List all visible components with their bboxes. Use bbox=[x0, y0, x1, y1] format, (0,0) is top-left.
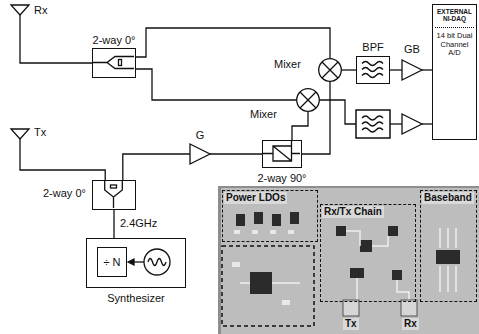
signal-wire bbox=[390, 69, 402, 70]
node-label: Power LDOs bbox=[224, 192, 287, 204]
mixer-symbol: Mixer bbox=[296, 88, 320, 112]
amplifier-symbol-graphic bbox=[190, 144, 210, 164]
node-label: 2-way 90° bbox=[257, 172, 306, 185]
node-label: ÷ N bbox=[103, 256, 120, 269]
node-label: Tx bbox=[34, 126, 46, 139]
amplifier-symbol-graphic bbox=[402, 60, 422, 80]
quadrature-hybrid-graphic bbox=[263, 141, 301, 167]
antenna-symbol-graphic bbox=[10, 128, 30, 146]
signal-wire bbox=[20, 22, 92, 63]
signal-wire bbox=[342, 69, 356, 70]
signal-wire bbox=[123, 154, 190, 180]
node-label: Baseband bbox=[422, 192, 474, 204]
node-label: BPF bbox=[362, 41, 383, 54]
amplifier-symbol: GB bbox=[402, 60, 422, 80]
signal-chain bbox=[320, 100, 432, 138]
node-label: Rx/Tx Chain bbox=[322, 206, 384, 218]
signal-wire bbox=[210, 153, 262, 154]
amplifier-symbol: G bbox=[190, 144, 210, 164]
bandpass-filter-graphic bbox=[357, 57, 389, 83]
edge-label: 2.4GHz bbox=[119, 217, 158, 230]
node-label: G bbox=[196, 129, 205, 142]
power-splitter: 2-way 0° bbox=[92, 48, 136, 78]
bandpass-filter: BPF bbox=[356, 56, 390, 84]
mixer-symbol-graphic bbox=[296, 88, 320, 112]
board-region: Baseband bbox=[420, 190, 477, 302]
board-photo bbox=[218, 186, 479, 334]
node-label: EXTERNAL NI-DAQ bbox=[435, 8, 474, 23]
node-label: Mixer bbox=[250, 108, 277, 121]
signal-wire bbox=[113, 210, 114, 238]
node-label: 14 bit Dual Channel A/D bbox=[435, 27, 474, 58]
node-label: Synthesizer bbox=[107, 292, 164, 305]
connector-label: Tx bbox=[343, 318, 359, 330]
mixer-symbol-graphic bbox=[318, 58, 342, 82]
power-splitter: 2-way 0° bbox=[92, 180, 136, 210]
node-label: Rx bbox=[34, 4, 47, 17]
node-label: 2-way 0° bbox=[93, 34, 136, 47]
signal-wire bbox=[136, 28, 330, 58]
daq-box: EXTERNAL NI-DAQ 14 bit Dual Channel A/D bbox=[432, 4, 477, 140]
signal-wire bbox=[422, 69, 432, 70]
antenna-symbol-graphic bbox=[10, 4, 30, 22]
node-label: GB bbox=[404, 43, 420, 56]
board-region: Power LDOs bbox=[222, 190, 318, 242]
connector-label: Rx bbox=[402, 318, 419, 330]
board-region: Rx/Tx Chain bbox=[320, 204, 416, 302]
signal-wire bbox=[292, 112, 308, 140]
power-splitter-graphic bbox=[93, 49, 135, 77]
antenna-symbol: Tx bbox=[10, 128, 30, 146]
antenna-symbol: Rx bbox=[10, 4, 30, 22]
divider-box: ÷ N bbox=[97, 247, 127, 277]
power-splitter-graphic bbox=[93, 181, 135, 209]
signal-wire bbox=[136, 69, 296, 100]
node-label: 2-way 0° bbox=[43, 187, 86, 200]
synthesizer-box: Synthesizer÷ N bbox=[86, 238, 186, 288]
node-label: Mixer bbox=[274, 58, 301, 71]
signal-wire bbox=[20, 146, 105, 180]
mixer-symbol: Mixer bbox=[318, 58, 342, 82]
quadrature-hybrid: 2-way 90° bbox=[262, 140, 302, 168]
